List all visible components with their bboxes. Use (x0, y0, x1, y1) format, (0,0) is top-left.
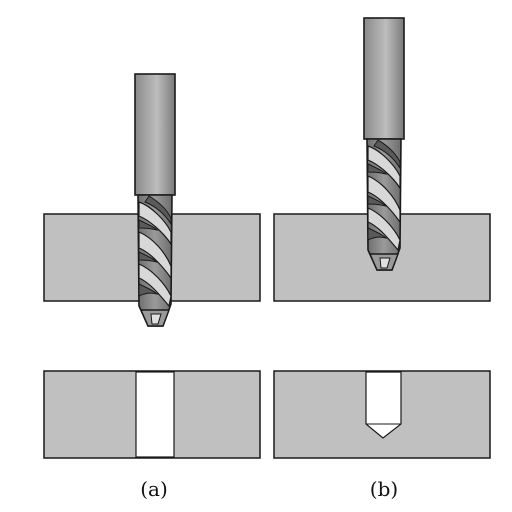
through-hole-a (135, 371, 175, 458)
panel-b: (b) (273, 17, 491, 501)
drill-bit-b (363, 17, 405, 271)
caption-b: (b) (370, 477, 398, 501)
drill-bit-a (134, 73, 176, 327)
blind-hole-b (365, 371, 402, 439)
caption-a: (a) (140, 477, 168, 501)
panel-a: (a) (43, 73, 261, 501)
